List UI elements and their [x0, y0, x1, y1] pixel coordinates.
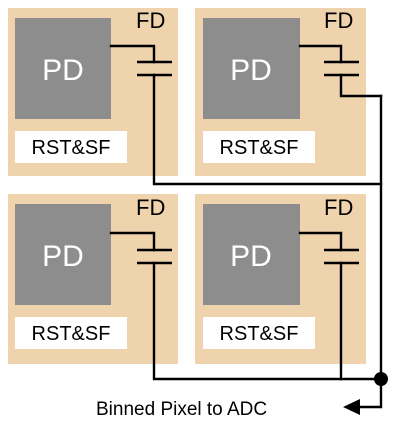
photodiode: [15, 18, 111, 119]
pd-to-fd-wire: [298, 231, 343, 252]
pixel-cell-top-right: PD RST&SF FD: [195, 8, 366, 176]
output-label: Binned Pixel to ADC: [96, 399, 267, 420]
reset-source-follower-box: [203, 131, 315, 163]
binning-interconnect: [152, 73, 383, 409]
reset-source-follower-box: [15, 131, 127, 163]
bottom-row-to-bus-wire: [152, 261, 383, 381]
floating-diffusion-label: FD: [324, 8, 353, 33]
floating-diffusion-label: FD: [136, 195, 165, 220]
pixel-cell-top-left: PD RST&SF FD: [8, 8, 178, 176]
junction-node: [374, 372, 388, 386]
pd-to-fd-wire: [298, 44, 343, 64]
top-right-to-bus-wire: [339, 73, 383, 98]
floating-diffusion-label: FD: [324, 195, 353, 220]
photodiode-label: PD: [230, 240, 272, 273]
reset-source-follower-label: RST&SF: [32, 323, 111, 345]
photodiode: [15, 204, 111, 305]
photodiode-label: PD: [42, 54, 84, 87]
pd-to-fd-wire: [109, 44, 156, 64]
photodiode: [203, 204, 300, 305]
reset-source-follower-box: [203, 317, 315, 349]
pixel-cell-bottom-right: PD RST&SF FD: [195, 194, 366, 364]
reset-source-follower-label: RST&SF: [220, 137, 299, 159]
photodiode-label: PD: [42, 240, 84, 273]
reset-source-follower-label: RST&SF: [220, 323, 299, 345]
reset-source-follower-label: RST&SF: [32, 137, 111, 159]
pd-to-fd-wire: [109, 231, 156, 252]
photodiode: [203, 18, 300, 119]
reset-source-follower-box: [15, 317, 127, 349]
output-arrow-icon: [343, 399, 360, 415]
floating-diffusion-label: FD: [136, 8, 165, 33]
output-leg-wire: [354, 377, 383, 409]
top-left-to-bus-wire: [152, 73, 383, 186]
photodiode-label: PD: [230, 54, 272, 87]
pixel-cell-bottom-left: PD RST&SF FD: [8, 194, 178, 364]
